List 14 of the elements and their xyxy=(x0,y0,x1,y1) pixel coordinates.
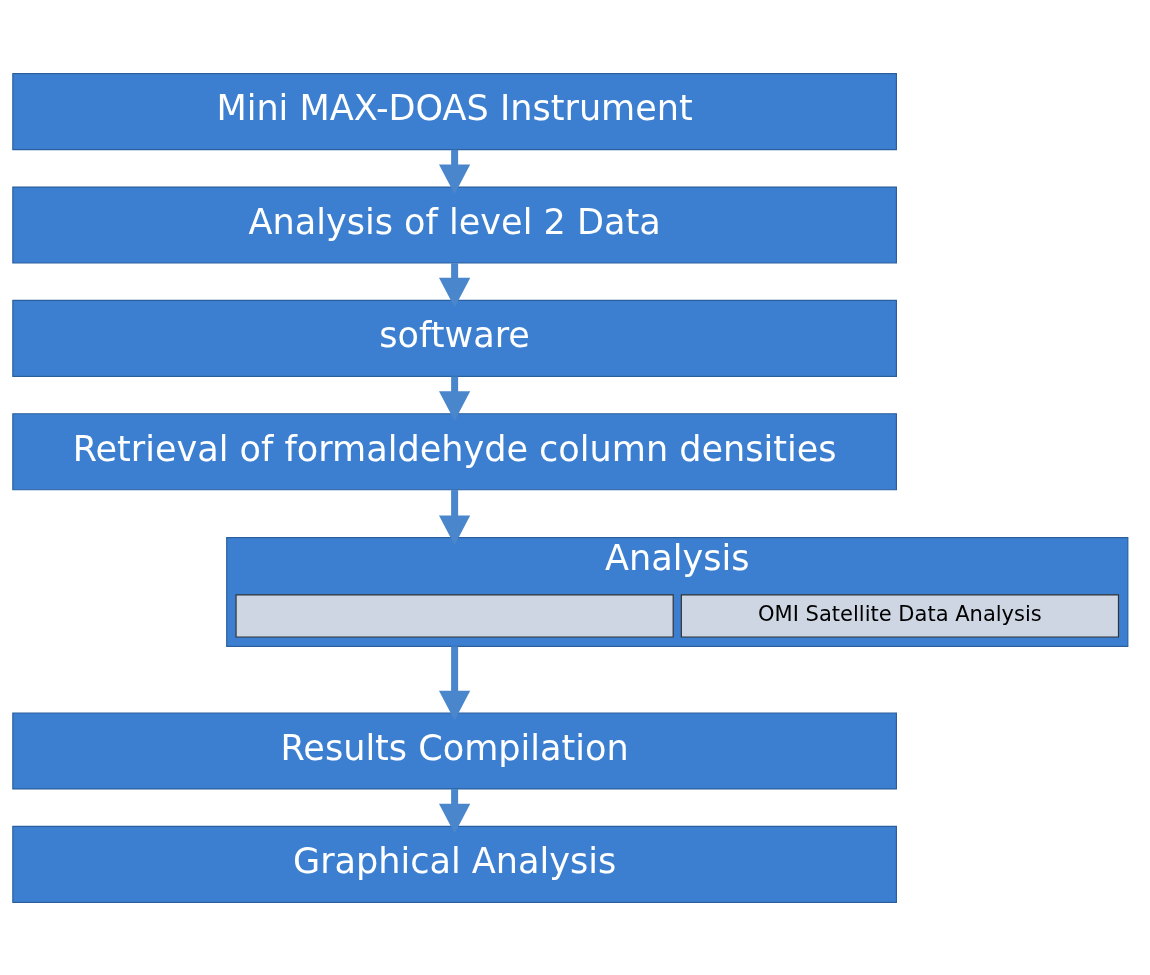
node-box: Retrieval of formaldehyde column densities xyxy=(12,412,897,490)
node-box xyxy=(235,593,674,638)
arrow xyxy=(439,645,471,720)
arrow xyxy=(439,376,471,421)
node-box: OMI Satellite Data Analysis xyxy=(680,593,1120,638)
arrow xyxy=(439,149,471,194)
node-box: Mini MAX-DOAS Instrument xyxy=(12,72,897,150)
node-box: Analysis of level 2 Data xyxy=(12,185,897,264)
arrow xyxy=(439,489,471,545)
arrow xyxy=(439,262,471,308)
node-box: Results Compilation xyxy=(12,711,897,790)
node-box: Graphical Analysis xyxy=(12,825,897,903)
arrow xyxy=(439,788,471,833)
node-box: software xyxy=(12,299,897,377)
